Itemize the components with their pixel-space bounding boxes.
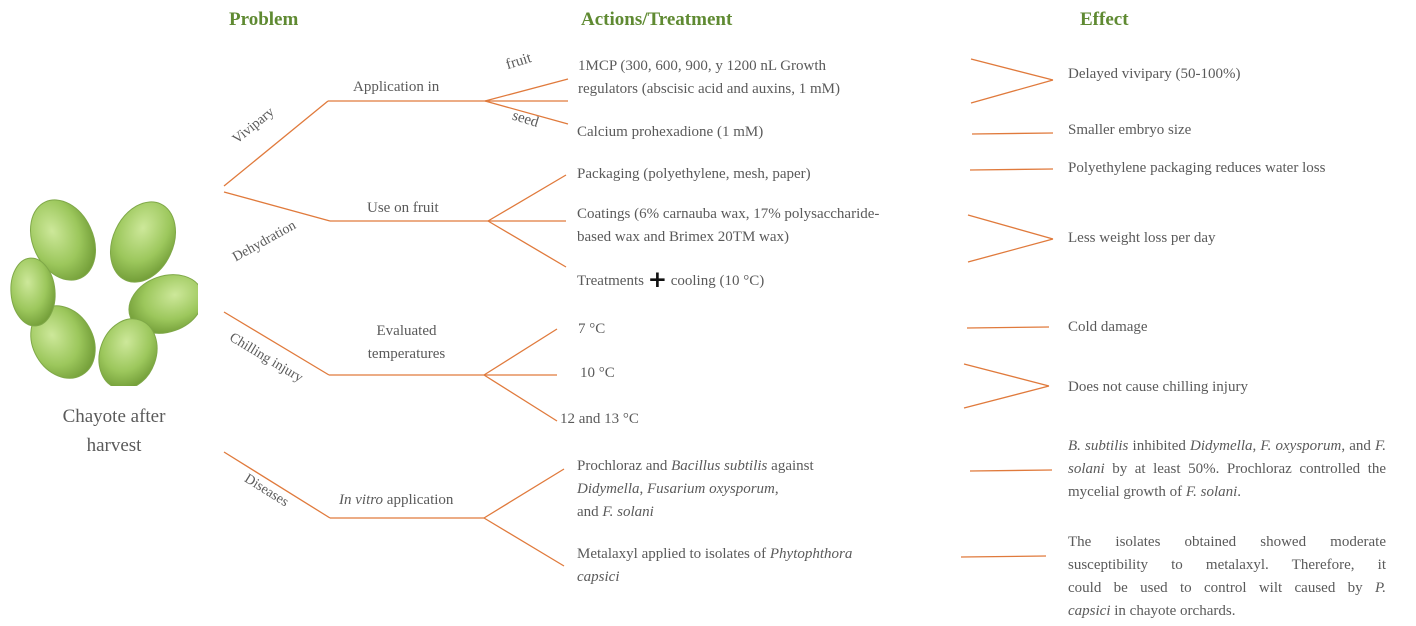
effect-4-line-a xyxy=(967,214,1054,240)
treatment-5: Treatments + cooling (10 °C) xyxy=(577,269,764,293)
effect-7-line xyxy=(969,469,1053,472)
method-dehydration: Use on fruit xyxy=(367,200,439,216)
effect-1-line-b xyxy=(970,79,1054,104)
method-chilling-line-2: temperatures xyxy=(367,346,446,362)
treatment-9-bacillus: Bacillus subtilis xyxy=(671,458,768,474)
effect-8-capsici: capsici xyxy=(1068,603,1111,619)
effect-4-line-b xyxy=(967,238,1054,263)
diseases-branch-1 xyxy=(483,468,565,519)
effect-7-period: . xyxy=(1237,484,1242,500)
effect-8-line-3-a: could be used to control wilt caused by xyxy=(1068,580,1376,596)
effect-2-line xyxy=(971,132,1054,135)
subject-label: Chayote after harvest xyxy=(34,402,194,460)
effect-1: Delayed vivipary (50-100%) xyxy=(1068,66,1241,82)
effect-6-line-a xyxy=(963,363,1050,387)
treatment-10-part-a: Metalaxyl applied to isolates of xyxy=(577,546,770,562)
effect-6-line-b xyxy=(963,385,1050,409)
diseases-branch-2 xyxy=(483,517,565,567)
effect-7-fsolani-2: F. solani xyxy=(1185,484,1238,500)
vivipary-seed-branch xyxy=(484,100,569,125)
chilling-branch xyxy=(223,311,330,376)
treatment-5-part-a: Treatments xyxy=(577,273,648,289)
effect-3-line xyxy=(969,168,1054,171)
dehydration-branch xyxy=(223,191,331,222)
treatment-9-fsolani: F. solani xyxy=(602,504,654,520)
treatment-8: 12 and 13 °C xyxy=(560,411,639,427)
effect-8-line-4: capsici in chayote orchards. xyxy=(1068,600,1386,623)
treatment-10-phytophthora: Phytophthora xyxy=(769,546,853,562)
chilling-branch-3 xyxy=(483,374,558,422)
effect-8: The isolates obtained showed moderate su… xyxy=(1068,531,1386,623)
effect-8-line-3: could be used to control wilt caused by … xyxy=(1068,577,1386,600)
effect-3: Polyethylene packaging reduces water los… xyxy=(1068,160,1326,176)
chilling-branch-1 xyxy=(483,328,558,376)
treatment-4-line-2: based wax and Brimex 20TM wax) xyxy=(577,229,790,245)
effect-8-line-3-b: P. xyxy=(1375,580,1386,596)
treatment-10: Metalaxyl applied to isolates of Phytoph… xyxy=(577,543,852,589)
diseases-branch xyxy=(223,451,331,519)
treatment-2: Calcium prohexadione (1 mM) xyxy=(577,124,764,140)
effect-7-part-d: , xyxy=(1252,438,1261,454)
treatment-4: Coatings (6% carnauba wax, 17% polysacch… xyxy=(577,203,879,249)
effect-7-part-f: , xyxy=(1341,438,1346,454)
effect-7-part-j: controlled the mycelial growth of xyxy=(1068,461,1387,500)
effect-8-line xyxy=(960,555,1047,558)
treatment-3: Packaging (polyethylene, mesh, paper) xyxy=(577,166,811,182)
treatment-9-didymella: Didymella xyxy=(577,481,640,497)
treatment-1-line-2: regulators (abscisic acid and auxins, 1 … xyxy=(578,81,841,97)
treatment-9-part-g: , xyxy=(774,481,779,497)
dehydration-branch-3 xyxy=(487,220,567,268)
vivipary-fruit-branch xyxy=(484,78,569,102)
method-diseases: In vitro application xyxy=(339,489,453,512)
effect-7-part-i: by at least 50%. Prochloraz xyxy=(1104,461,1292,477)
header-effect: Effect xyxy=(1080,9,1129,30)
treatment-6: 7 °C xyxy=(578,321,606,337)
dehydration-branch-1 xyxy=(487,174,567,222)
effect-7: B. subtilis inhibited Didymella, F. oxys… xyxy=(1068,435,1386,504)
treatment-1-line-1: 1MCP (300, 600, 900, y 1200 nL Growth xyxy=(578,58,827,74)
effect-6: Does not cause chilling injury xyxy=(1068,379,1248,395)
effect-5-line xyxy=(966,326,1050,329)
effect-7-foxysporum: F. oxysporum xyxy=(1260,438,1342,454)
effect-7-part-b: inhibited xyxy=(1128,438,1191,454)
treatment-9-fusarium: Fusarium oxysporum xyxy=(646,481,775,497)
method-chilling: Evaluated temperatures xyxy=(349,320,464,366)
subject-line-2: harvest xyxy=(86,435,142,456)
header-problem: Problem xyxy=(229,9,299,30)
effect-8-line-2: susceptibility to metalaxyl. Therefore, … xyxy=(1068,557,1386,573)
effect-7-part-g: and xyxy=(1349,438,1376,454)
treatment-9-part-h: and xyxy=(577,504,603,520)
treatment-1: 1MCP (300, 600, 900, y 1200 nL Growth re… xyxy=(578,55,840,101)
treatment-4-line-1: Coatings (6% carnauba wax, 17% polysacch… xyxy=(577,206,880,222)
treatment-9-part-a: Prochloraz and xyxy=(577,458,672,474)
effect-7-bsubtilis: B. subtilis xyxy=(1068,438,1129,454)
effect-4: Less weight loss per day xyxy=(1068,230,1216,246)
method-chilling-line-1: Evaluated xyxy=(376,323,437,339)
treatment-9-part-c: against xyxy=(767,458,814,474)
effect-7-didymella: Didymella xyxy=(1190,438,1253,454)
vivipary-branch xyxy=(223,100,329,187)
effect-1-line-a xyxy=(970,58,1054,81)
effect-8-line-4-b: in chayote orchards. xyxy=(1110,603,1236,619)
effect-8-line-1: The isolates obtained showed moderate xyxy=(1068,534,1386,550)
treatment-9-part-e: , xyxy=(639,481,647,497)
chayote-image xyxy=(10,199,198,386)
effect-5: Cold damage xyxy=(1068,319,1148,335)
treatment-7: 10 °C xyxy=(580,365,615,381)
plus-icon: + xyxy=(647,267,667,293)
method-vivipary: Application in xyxy=(353,79,440,95)
effect-2: Smaller embryo size xyxy=(1068,122,1192,138)
effect-7-fsolani: F. solani xyxy=(1068,438,1387,477)
method-diseases-rest: application xyxy=(383,492,454,508)
header-actions: Actions/Treatment xyxy=(581,9,733,30)
subject-line-1: Chayote after xyxy=(62,406,166,427)
treatment-10-capsici: capsici xyxy=(577,569,620,585)
treatment-9: Prochloraz and Bacillus subtilis against… xyxy=(577,455,814,524)
method-diseases-italic: In vitro xyxy=(339,492,384,508)
treatment-5-part-b: cooling (10 °C) xyxy=(666,273,765,289)
